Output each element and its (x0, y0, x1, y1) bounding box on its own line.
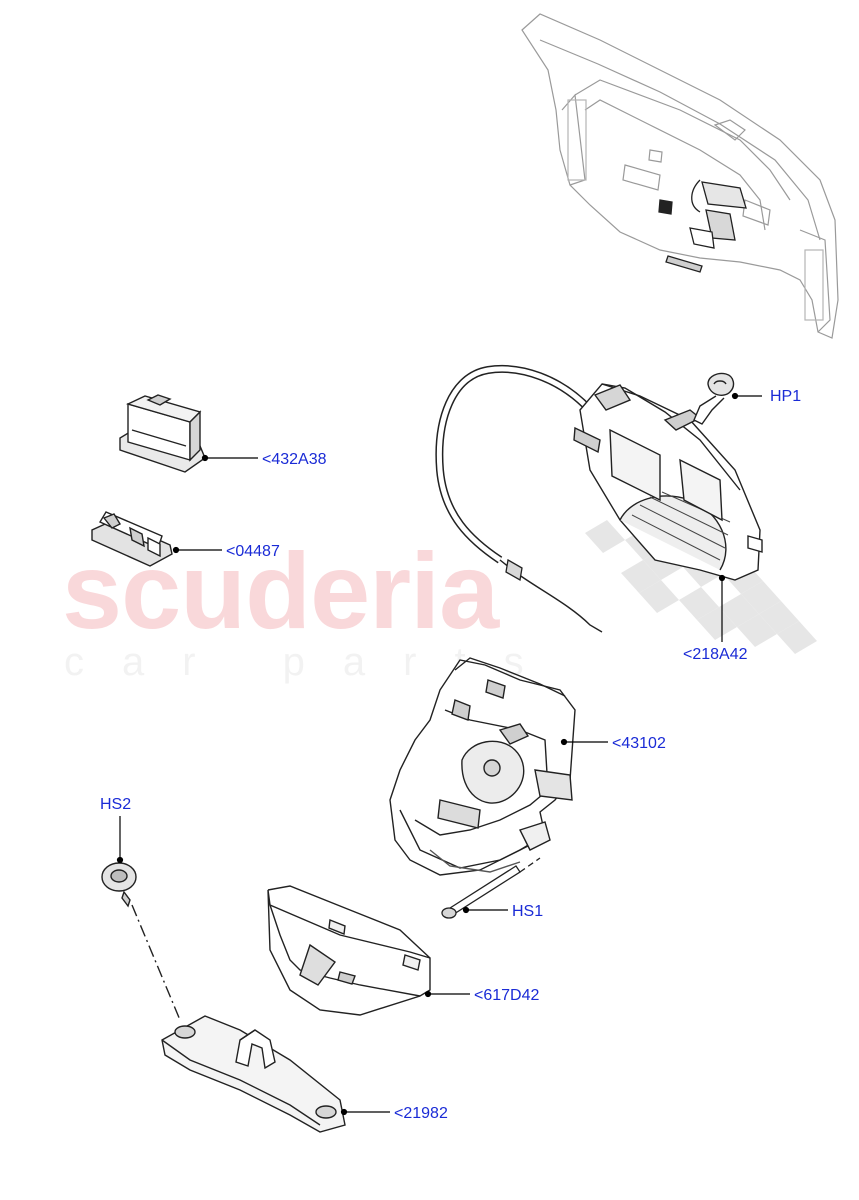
actuator-cable (435, 365, 603, 633)
leader-lines (116, 392, 762, 1116)
part-432a38-housing (119, 394, 206, 473)
callout-218a42: <218A42 (683, 646, 748, 663)
callout-432a38: <432A38 (262, 451, 327, 468)
callout-617d42: <617D42 (474, 987, 540, 1004)
callout-hs2: HS2 (100, 796, 132, 813)
part-617d42-striker-cover (267, 885, 431, 1016)
part-04487-clip (91, 511, 173, 567)
callout-43102: <43102 (612, 735, 666, 752)
part-218a42-actuator (573, 383, 763, 581)
part-43102-latch (389, 657, 576, 876)
tailgate-latch-detail (658, 179, 747, 273)
callout-hs1: HS1 (512, 903, 544, 920)
part-hs2-nut (101, 862, 181, 1021)
tailgate-overview (521, 13, 839, 339)
part-hs1-bolt (441, 857, 541, 919)
callout-21982: <21982 (394, 1105, 448, 1122)
callout-hp1: HP1 (770, 388, 802, 405)
watermark-tagline: car parts (64, 640, 562, 684)
part-21982-striker-bracket (161, 1015, 346, 1133)
part-hp1-grommet (693, 372, 735, 425)
callout-04487: <04487 (226, 543, 280, 560)
